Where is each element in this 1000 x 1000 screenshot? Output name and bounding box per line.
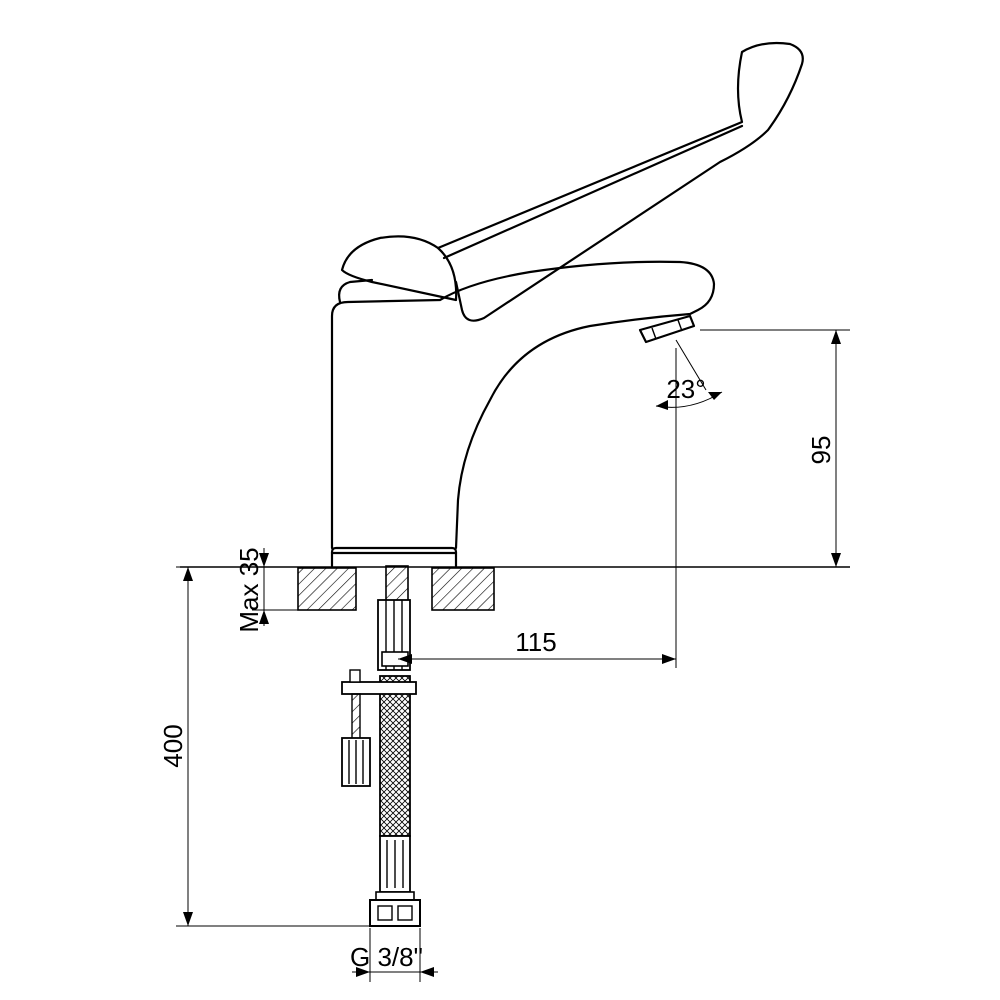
hose-end-nut bbox=[369, 899, 421, 927]
mounting-nut bbox=[341, 737, 371, 787]
countertop-section-right bbox=[431, 567, 495, 611]
dimension-max-35-label: Max 35 bbox=[234, 547, 264, 632]
threaded-stud bbox=[377, 565, 411, 671]
faucet-body bbox=[330, 260, 716, 568]
dimension-thread: G 3/8" bbox=[350, 928, 438, 982]
spout-aerator bbox=[638, 314, 696, 344]
dimension-400: 400 bbox=[158, 566, 372, 927]
countertop-section-left bbox=[297, 567, 357, 611]
mounting-bracket bbox=[341, 669, 417, 741]
lever-handle bbox=[340, 41, 804, 322]
dimension-angle-label: 23° bbox=[666, 374, 705, 404]
dimension-115-label: 115 bbox=[515, 627, 556, 657]
dimension-115: 115 bbox=[398, 348, 677, 668]
dimension-400-label: 400 bbox=[158, 724, 188, 767]
dimension-95: 95 bbox=[700, 329, 850, 567]
dimension-thread-label: G 3/8" bbox=[350, 942, 423, 972]
dimension-max-35: Max 35 bbox=[234, 547, 300, 633]
dimension-95-label: 95 bbox=[806, 436, 836, 465]
flexible-hose bbox=[375, 675, 415, 901]
dimension-angle-23: 23° bbox=[655, 339, 723, 410]
